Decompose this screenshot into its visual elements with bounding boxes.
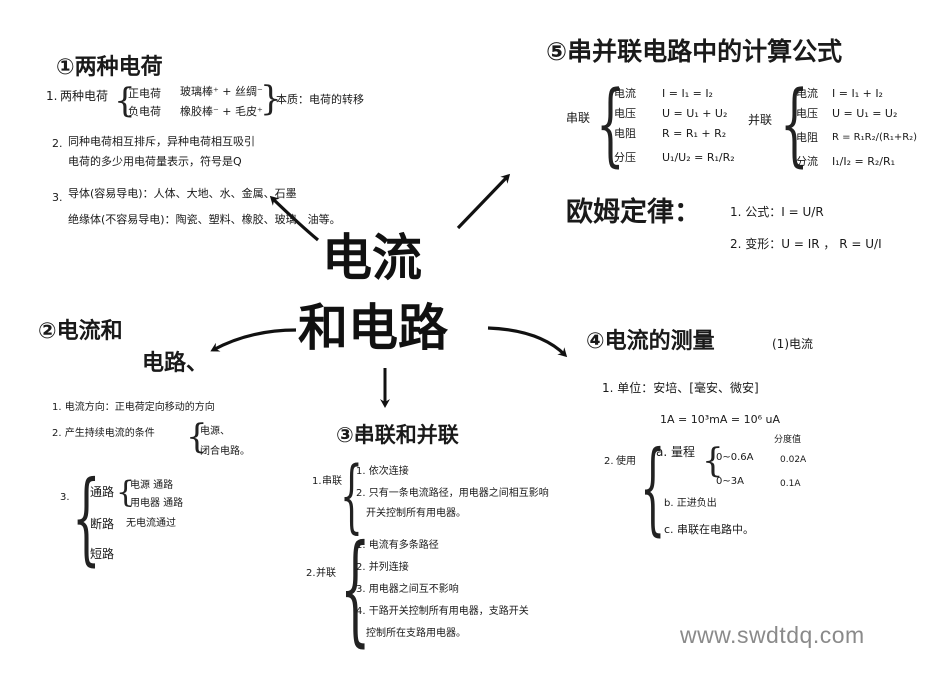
sec2-type-short: 短路	[90, 547, 115, 561]
sec2-item3-num: 3.	[60, 492, 70, 503]
center-title-line1: 电流	[322, 228, 422, 287]
sec1-neg-rule: 橡胶棒⁻ + 毛皮⁺	[180, 105, 263, 118]
sec2-item2: 2. 产生持续电流的条件	[52, 428, 155, 439]
center-title-line2: 和电路	[298, 298, 448, 357]
sec5-p-v0: I = I₁ + I₂	[832, 87, 883, 100]
sec1-item2-line2: 电荷的多少用电荷量表示，符号是Q	[68, 155, 242, 168]
sec1-item3-line2: 绝缘体(不容易导电)：陶瓷、塑料、橡胶、玻璃、油等。	[68, 213, 341, 226]
ohm-variants: 2. 变形：U = IR ， R = U/I	[730, 237, 882, 251]
section2-title-line1: ②电流和	[38, 319, 123, 344]
sec3-series-label: 串联	[322, 476, 342, 487]
sec4-item1: 1. 单位：安培、[毫安、微安]	[602, 381, 759, 395]
section3-title: ③串联和并联	[336, 423, 459, 447]
brace: {	[114, 81, 136, 121]
sec4-division2: 0.1A	[780, 479, 801, 489]
sec4-range1: 0~0.6A	[716, 452, 754, 463]
watermark: www.swdtdq.com	[680, 622, 865, 648]
brace: {	[640, 429, 666, 546]
sec5-series-label: 串联	[566, 111, 591, 125]
sec1-essence: 本质：电荷的转移	[276, 93, 364, 106]
sec5-p-k3: 分流	[796, 155, 818, 168]
sec5-s-k3: 分压	[614, 151, 636, 164]
sec5-p-v1: U = U₁ = U₂	[832, 107, 898, 120]
sec5-s-k1: 电压	[614, 107, 636, 120]
sec5-s-v3: U₁/U₂ = R₁/R₂	[662, 151, 735, 164]
sec5-p-v3: I₁/I₂ = R₂/R₁	[832, 155, 896, 168]
sec4-range-label: a. 量程	[656, 445, 695, 459]
section1-title: ①两种电荷	[56, 55, 163, 80]
sec2-type-open-a: 无电流通过	[126, 518, 176, 529]
sec4-division-label: 分度值	[774, 435, 802, 445]
ohm-title: 欧姆定律：	[566, 197, 701, 228]
sec4-item-c: c. 串联在电路中。	[664, 523, 755, 536]
brace: {	[72, 459, 101, 576]
sec5-s-v2: R = R₁ + R₂	[662, 127, 727, 140]
sec1-pos-rule: 玻璃棒⁺ + 丝绸⁻	[180, 85, 263, 98]
sec4-range2: 0~3A	[716, 476, 744, 487]
sec2-type-open: 断路	[90, 517, 115, 531]
sec1-neg-label: 负电荷	[128, 105, 161, 118]
sec3-parallel-label: 并联	[316, 568, 336, 579]
sec3-s1: 1. 依次连接	[356, 466, 409, 477]
brace: {	[780, 72, 809, 177]
sec5-s-v1: U = U₁ + U₂	[662, 107, 728, 120]
section2-title-line2: 电路、	[142, 351, 209, 376]
sec1-item2-line1: 同种电荷相互排斥，异种电荷相互吸引	[68, 135, 255, 148]
sec3-p4b: 控制所在支路用电器。	[366, 628, 466, 639]
sec1-item1-label: 两种电荷	[60, 89, 109, 103]
brace: {	[186, 417, 208, 457]
sec1-item3-line1: 导体(容易导电)：人体、大地、水、金属、石墨	[68, 187, 297, 200]
arrow-to-section-4	[487, 326, 568, 358]
sec2-type-path: 通路	[90, 485, 115, 499]
sec1-item3-num: 3.	[52, 191, 63, 204]
sec3-parallel-num: 2.	[306, 568, 316, 579]
brace: }	[260, 79, 282, 119]
arrow-to-section-5	[456, 173, 511, 230]
brace: {	[702, 441, 724, 481]
sec5-p-k0: 电流	[796, 87, 818, 100]
sec4-conversion: 1A = 10³mA = 10⁶ uA	[660, 413, 780, 426]
sec2-cond1: 电源、	[200, 426, 230, 437]
brace: {	[340, 520, 371, 659]
brace: {	[340, 449, 363, 542]
sec4-division1: 0.02A	[780, 455, 807, 465]
sec3-s2b: 开关控制所有用电器。	[366, 508, 466, 519]
sec5-p-k1: 电压	[796, 107, 818, 120]
sec2-type-path-b: 用电器 通路	[130, 498, 184, 509]
sec3-p2: 2. 并列连接	[356, 562, 409, 573]
sec1-pos-label: 正电荷	[128, 87, 161, 100]
brace: {	[116, 475, 136, 510]
sec4-item2-label: 使用	[616, 456, 636, 467]
sec2-item1: 1. 电流方向：正电荷定向移动的方向	[52, 402, 215, 413]
section4-title: ④电流的测量	[586, 329, 715, 354]
arrow-to-section-2	[210, 328, 297, 352]
sec3-s2a: 2. 只有一条电流路径，用电器之间相互影响	[356, 488, 549, 499]
sec5-parallel-label: 并联	[748, 113, 773, 127]
sec5-p-v2: R = R₁R₂/(R₁+R₂)	[832, 132, 918, 143]
sec4-item-b: b. 正进负出	[664, 498, 717, 509]
sec3-p4a: 4. 干路开关控制所有用电器，支路开关	[356, 606, 529, 617]
sec3-p3: 3. 用电器之间互不影响	[356, 584, 459, 595]
sec1-item1-num: 1.	[46, 89, 58, 103]
sec2-type-path-a: 电源 通路	[130, 480, 174, 491]
sec1-item2-num: 2.	[52, 137, 63, 150]
sec5-p-k2: 电阻	[796, 131, 818, 144]
ohm-formula: 1. 公式：I = U/R	[730, 205, 824, 219]
sec2-cond2: 闭合电路。	[200, 446, 250, 457]
section5-title: ⑤串并联电路中的计算公式	[546, 37, 843, 66]
sec5-s-v0: I = I₁ = I₂	[662, 87, 713, 100]
sec3-series-num: 1.	[312, 476, 322, 487]
brace: {	[596, 72, 625, 177]
sec5-s-k0: 电流	[614, 87, 636, 100]
sec4-item2-num: 2.	[604, 456, 614, 467]
sec4-subtitle: (1)电流	[772, 337, 813, 351]
sec3-p1: 1. 电流有多条路径	[356, 540, 439, 551]
sec5-s-k2: 电阻	[614, 127, 636, 140]
arrow-to-section-1	[269, 195, 320, 242]
